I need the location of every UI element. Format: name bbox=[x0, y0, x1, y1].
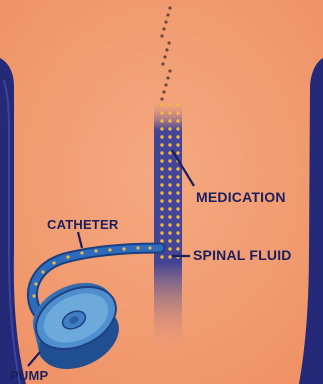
medication-dot bbox=[160, 207, 163, 210]
medication-dot bbox=[164, 83, 167, 86]
medication-dot bbox=[176, 223, 179, 226]
medication-dot bbox=[160, 143, 163, 146]
medication-dot bbox=[160, 167, 163, 170]
medication-dot bbox=[176, 175, 179, 178]
medication-label: MEDICATION bbox=[196, 189, 286, 205]
medication-dot bbox=[160, 135, 163, 138]
medication-dot bbox=[168, 151, 171, 154]
medication-dot bbox=[168, 223, 171, 226]
medication-dot bbox=[168, 159, 171, 162]
medication-dot bbox=[163, 55, 166, 58]
medication-dot bbox=[176, 191, 179, 194]
catheter-dot bbox=[122, 247, 125, 250]
medication-dot bbox=[161, 62, 164, 65]
medication-dot bbox=[162, 27, 165, 30]
medication-dot bbox=[176, 239, 179, 242]
medication-dot bbox=[168, 239, 171, 242]
catheter-dot bbox=[80, 251, 83, 254]
medication-dot bbox=[167, 41, 170, 44]
catheter-dot bbox=[34, 282, 37, 285]
medication-dot bbox=[168, 175, 171, 178]
medication-dot bbox=[176, 183, 179, 186]
medication-dot bbox=[160, 127, 163, 130]
medication-dot bbox=[176, 135, 179, 138]
medication-dot bbox=[160, 255, 163, 258]
medication-dot bbox=[168, 255, 171, 258]
medication-dot bbox=[176, 215, 179, 218]
medication-dot bbox=[160, 215, 163, 218]
medication-dot bbox=[168, 135, 171, 138]
medication-dot bbox=[176, 207, 179, 210]
medication-dot bbox=[168, 127, 171, 130]
catheter-dot bbox=[94, 249, 97, 252]
medication-dot bbox=[168, 231, 171, 234]
medication-dot bbox=[160, 191, 163, 194]
medication-dot bbox=[168, 119, 171, 122]
medication-dot bbox=[176, 119, 179, 122]
medication-dot bbox=[168, 69, 171, 72]
medication-dot bbox=[168, 6, 171, 9]
medication-dot bbox=[168, 143, 171, 146]
spinal-fluid-label: SPINAL FLUID bbox=[193, 247, 292, 263]
medication-dot bbox=[164, 20, 167, 23]
medication-dot bbox=[162, 90, 165, 93]
medication-dot bbox=[160, 239, 163, 242]
medication-dot bbox=[176, 199, 179, 202]
medication-dot bbox=[166, 76, 169, 79]
medication-dot bbox=[176, 103, 179, 106]
medication-dot bbox=[168, 111, 171, 114]
catheter-dot bbox=[66, 255, 69, 258]
catheter-dot bbox=[32, 294, 35, 297]
catheter-dot bbox=[41, 270, 44, 273]
medication-dot bbox=[166, 13, 169, 16]
medication-dot bbox=[176, 143, 179, 146]
catheter-dot bbox=[148, 246, 151, 249]
medication-dot bbox=[168, 215, 171, 218]
medication-dot bbox=[160, 183, 163, 186]
medication-dot bbox=[160, 199, 163, 202]
medication-dot bbox=[168, 191, 171, 194]
medication-dot bbox=[160, 223, 163, 226]
catheter-label: CATHETER bbox=[47, 217, 119, 232]
catheter-dot bbox=[108, 248, 111, 251]
medication-dot bbox=[160, 111, 163, 114]
medication-dot bbox=[176, 167, 179, 170]
medication-dot bbox=[160, 231, 163, 234]
medication-dot bbox=[160, 151, 163, 154]
medication-dot bbox=[160, 175, 163, 178]
medication-dot bbox=[160, 103, 163, 106]
medication-dot bbox=[168, 199, 171, 202]
catheter-dot bbox=[52, 261, 55, 264]
medication-dot bbox=[176, 111, 179, 114]
medication-dot bbox=[176, 247, 179, 250]
medication-dot bbox=[176, 151, 179, 154]
medication-dot bbox=[168, 167, 171, 170]
catheter-dot bbox=[136, 246, 139, 249]
medication-dot bbox=[176, 231, 179, 234]
medication-dot bbox=[160, 97, 163, 100]
medication-dot bbox=[168, 247, 171, 250]
medication-dot bbox=[168, 207, 171, 210]
medication-dot bbox=[160, 119, 163, 122]
medication-dot bbox=[168, 103, 171, 106]
medication-dot bbox=[165, 48, 168, 51]
pump-label: PUMP bbox=[10, 368, 48, 383]
medication-dot bbox=[160, 34, 163, 37]
medication-dot bbox=[176, 127, 179, 130]
medication-dot bbox=[160, 159, 163, 162]
medication-dot bbox=[168, 183, 171, 186]
